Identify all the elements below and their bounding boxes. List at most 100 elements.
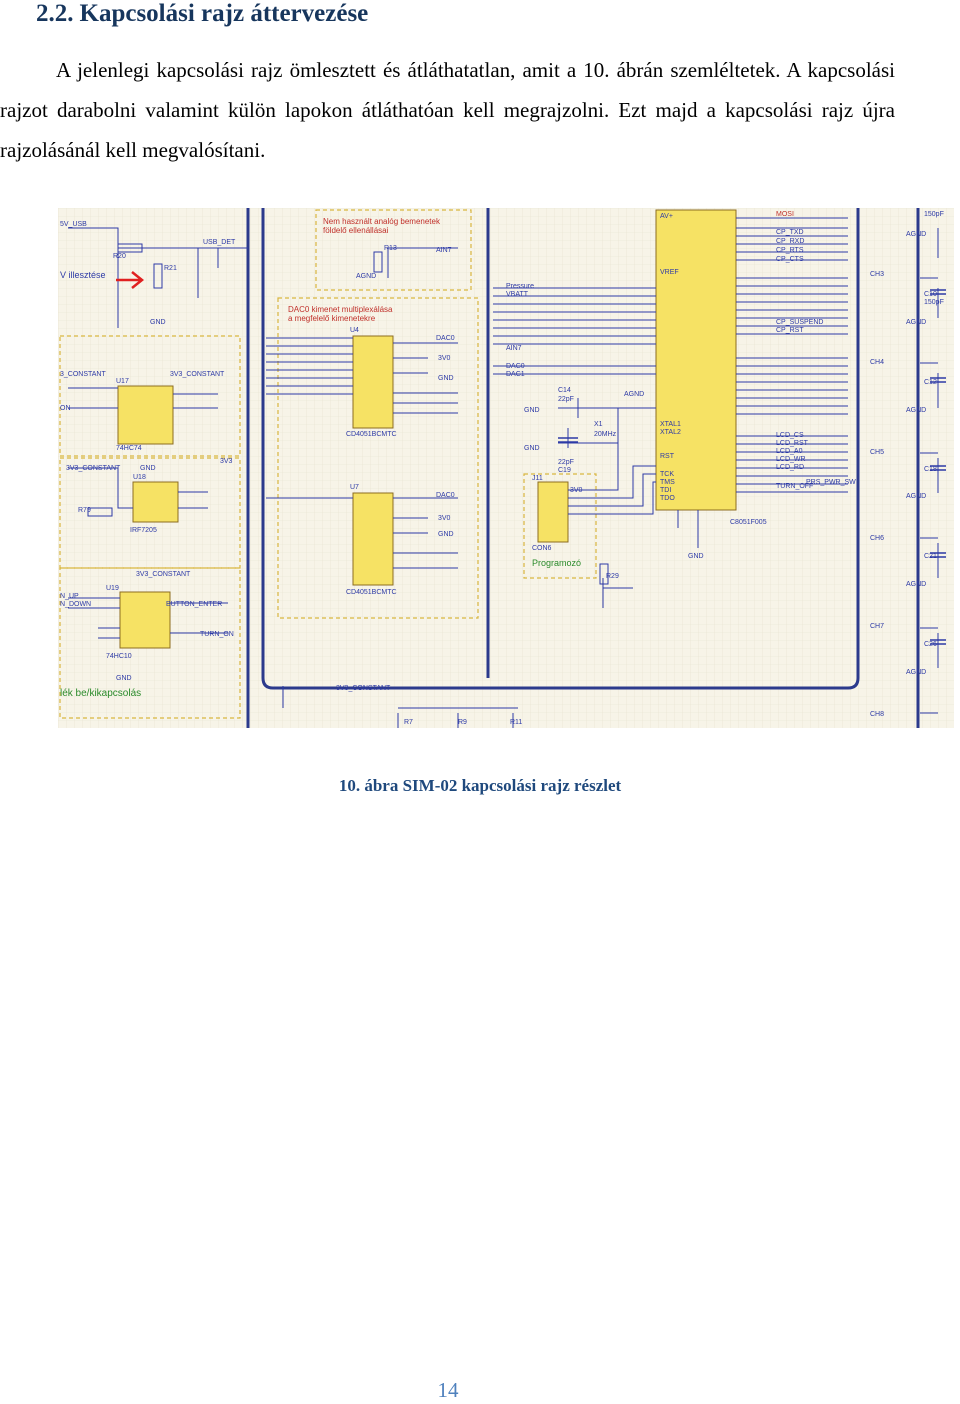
label-agnd-r2: AGND: [906, 319, 926, 326]
label-mosi: MOSI: [776, 211, 794, 218]
label-dac1-net: DAC1: [506, 371, 525, 378]
label-n-down: N_DOWN: [60, 601, 91, 608]
label-r7: R7: [404, 719, 413, 726]
label-xtal2: XTAL2: [660, 429, 681, 436]
label-cp-rts: CP_RTS: [776, 247, 804, 254]
label-r79: R79: [78, 507, 91, 514]
label-r9: R9: [458, 719, 467, 726]
label-c12: C12: [924, 379, 937, 386]
label-74hc10: 74HC10: [106, 653, 132, 660]
label-con6: CON6: [532, 545, 552, 552]
group-boxes: [59, 209, 597, 719]
label-irf7205: IRF7205: [130, 527, 157, 534]
label-20mhz: 20MHz: [594, 431, 617, 438]
schematic-labels: 5V_USB V illesztése USB_DET R20 R21 GND …: [60, 211, 944, 726]
label-gnd-u7: GND: [438, 531, 454, 538]
section-number: 2.2.: [36, 0, 74, 27]
label-tdi: TDI: [660, 487, 671, 494]
label-agnd-2: AGND: [624, 391, 644, 398]
schematic-figure: 5V_USB V illesztése USB_DET R20 R21 GND …: [58, 208, 954, 728]
label-tdo: TDO: [660, 495, 675, 502]
label-u17: U17: [116, 378, 129, 385]
label-gnd-5: GND: [524, 445, 540, 452]
label-c14: C14: [558, 387, 571, 394]
label-gnd-1: GND: [150, 319, 166, 326]
capacitors: [558, 289, 946, 645]
label-turn-off: TURN_OFF: [776, 483, 813, 490]
label-av: AV+: [660, 213, 673, 220]
label-ch4: CH4: [870, 359, 884, 366]
label-agnd-r6: AGND: [906, 669, 926, 676]
ic-bodies: [117, 209, 737, 649]
label-dac0-net: DAC0: [506, 363, 525, 370]
label-u19: U19: [106, 585, 119, 592]
label-cp-cts: CP_CTS: [776, 256, 804, 263]
label-3v3-constant-2: 3V3_CONSTANT: [66, 465, 121, 472]
label-cp-rxd: CP_RXD: [776, 238, 804, 245]
label-gnd-u4: GND: [438, 375, 454, 382]
label-c19: C19: [558, 467, 571, 474]
label-tck: TCK: [660, 471, 674, 478]
label-u4: U4: [350, 327, 359, 334]
label-74hc74: 74HC74: [116, 445, 142, 452]
label-cp-suspend: CP_SUSPEND: [776, 319, 823, 326]
label-5v-usb: 5V_USB: [60, 221, 87, 228]
label-ch7: CH7: [870, 623, 884, 630]
label-gnd-6: GND: [688, 553, 704, 560]
label-nem-hasznalt: Nem használt analóg bemenetek: [323, 217, 441, 226]
label-agnd-top: AGND: [356, 273, 376, 280]
label-3v0-1: 3V0: [438, 355, 451, 362]
figure-caption: 10. ábra SIM-02 kapcsolási rajz részlet: [338, 776, 622, 795]
bus-lines: [246, 208, 920, 728]
label-cp-txd: CP_TXD: [776, 229, 804, 236]
label-dac0-kimenet: DAC0 kimenet multiplexálása: [288, 305, 393, 314]
label-u18: U18: [133, 474, 146, 481]
label-lcd-rst: LCD_RST: [776, 440, 809, 447]
label-3v0-3: 3V0: [570, 487, 583, 494]
label-vref: VREF: [660, 269, 679, 276]
label-r21: R21: [164, 265, 177, 272]
label-prs-pwr: PRS_PWR_SW: [806, 479, 856, 486]
page-number: 14: [437, 1378, 459, 1402]
label-150pf-1: 150pF: [924, 211, 944, 218]
label-lcd-cs: LCD_CS: [776, 432, 804, 439]
label-cd4051-2: CD4051BCMTC: [346, 589, 397, 596]
label-dac0-2: DAC0: [436, 492, 455, 499]
label-j11: J11: [532, 475, 543, 482]
label-cd4051-1: CD4051BCMTC: [346, 431, 397, 438]
label-ch5: CH5: [870, 449, 884, 456]
label-3v0-2: 3V0: [438, 515, 451, 522]
label-ch3: CH3: [870, 271, 884, 278]
label-n-up: N_UP: [60, 593, 79, 600]
label-22pf-2: 22pF: [558, 459, 574, 466]
label-usb-det: USB_DET: [203, 239, 236, 246]
label-agnd-r4: AGND: [906, 493, 926, 500]
label-on: ON: [60, 405, 71, 412]
label-agnd-r5: AGND: [906, 581, 926, 588]
label-lcd-rd: LCD_RD: [776, 464, 804, 471]
label-u7: U7: [350, 484, 359, 491]
label-c8051: C8051F005: [730, 519, 767, 526]
label-button-enter: BUTTON_ENTER: [166, 601, 222, 608]
label-gnd-4: GND: [524, 407, 540, 414]
label-xtal1: XTAL1: [660, 421, 681, 428]
body-text: A jelenlegi kapcsolási rajz ömlesztett é…: [0, 58, 895, 162]
label-megfelelo: a megfelelő kimenetekre: [288, 314, 376, 323]
label-ch8: CH8: [870, 711, 884, 718]
label-3v3-constant-3: 3V3_CONSTANT: [136, 571, 191, 578]
label-3v3: 3V3: [220, 458, 233, 465]
label-c21: C21: [924, 553, 937, 560]
resistors: [87, 243, 609, 585]
label-gnd-3: GND: [116, 675, 132, 682]
label-programozo: Programozó: [532, 558, 581, 568]
label-c26: C26: [924, 641, 937, 648]
label-x1: X1: [594, 421, 603, 428]
red-arrow-icon: [116, 271, 145, 289]
label-3v3-constant-4: 3V3_CONSTANT: [336, 685, 391, 692]
label-lcd-a0: LCD_A0: [776, 448, 803, 455]
label-r29: R29: [606, 573, 619, 580]
label-vbatt: VBATT: [506, 291, 529, 298]
label-c18: C18: [924, 466, 937, 473]
label-ain7-net: AIN7: [506, 345, 522, 352]
label-cp-rst: CP_RST: [776, 327, 804, 334]
